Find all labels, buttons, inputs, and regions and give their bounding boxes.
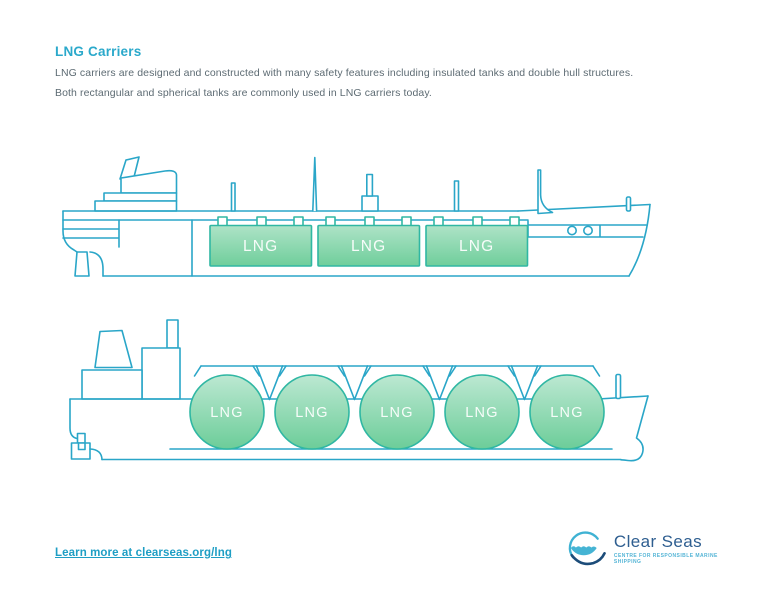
top-ship-diagram: LNG LNG LNG (62, 156, 651, 277)
tank-label: LNG (550, 405, 583, 421)
bow-mast (625, 196, 632, 212)
page-title: LNG Carriers (55, 44, 142, 59)
sphere-tank-3: LNG (359, 374, 435, 450)
sphere-tank-5: LNG (529, 374, 605, 450)
bow-mast (615, 373, 622, 400)
bulbous-bow (620, 395, 649, 462)
description-line-2: Both rectangular and spherical tanks are… (55, 87, 432, 99)
mast (453, 180, 460, 212)
porthole (582, 225, 593, 236)
tank-label: LNG (351, 238, 386, 255)
mast (365, 173, 374, 197)
clearseas-logo: Clear Seas CENTRE FOR RESPONSIBLE MARINE… (564, 522, 744, 574)
wave-circle-logo-icon (568, 531, 606, 566)
logo-wave (570, 546, 597, 556)
rect-tank-3: LNG (425, 216, 529, 267)
tank-label: LNG (243, 238, 278, 255)
tank-label: LNG (295, 405, 328, 421)
mast (230, 182, 236, 212)
logo-tagline: CENTRE FOR RESPONSIBLE MARINE SHIPPING (613, 552, 718, 565)
sphere-tank-4: LNG (444, 374, 520, 450)
porthole (566, 225, 577, 236)
logo-name: Clear Seas (613, 531, 703, 551)
sphere-tank-1: LNG (189, 374, 265, 450)
learn-more-link[interactable]: Learn more at clearseas.org/lng (55, 547, 232, 559)
tank-label: LNG (459, 238, 494, 255)
rectangular-tanks: LNG LNG LNG (209, 216, 529, 267)
sphere-deck-caps (193, 365, 601, 377)
spherical-tanks: LNG LNG LNG LNG LNG (189, 374, 605, 450)
funnel (94, 329, 133, 369)
rudder (74, 251, 90, 277)
derrick-mast (537, 169, 554, 215)
rect-tank-1: LNG (209, 216, 313, 267)
tank-label: LNG (465, 405, 498, 421)
rudder (70, 442, 91, 460)
bottom-ship-diagram: LNG LNG LNG LNG LNG (69, 319, 649, 462)
chimney (166, 319, 179, 349)
top-ship-hull (62, 156, 651, 277)
tank-label: LNG (380, 405, 413, 421)
rect-tank-2: LNG (317, 216, 421, 267)
mast (312, 156, 318, 212)
tank-label: LNG (210, 405, 243, 421)
description-line-1: LNG carriers are designed and constructe… (55, 67, 634, 79)
sphere-tank-2: LNG (274, 374, 350, 450)
logo-swoosh (570, 552, 606, 566)
